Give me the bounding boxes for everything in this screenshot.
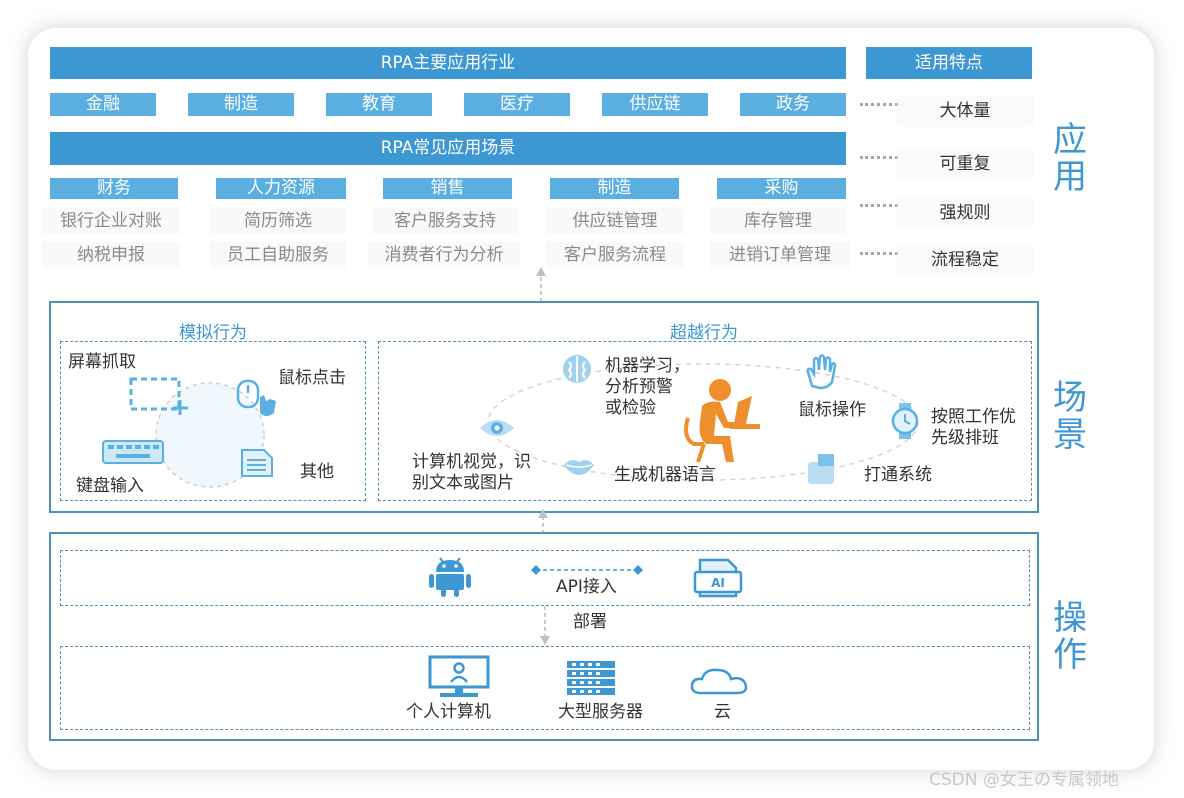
keyboard-icon	[102, 440, 164, 464]
industry-chip: 医疗	[464, 93, 570, 116]
beyond-box	[378, 341, 1032, 501]
machine-learning-label: 机器学习， 分析预警 或检验	[605, 356, 690, 418]
scenario-category-chip: 销售	[383, 178, 512, 199]
scenario-item: 客户服务支持	[372, 208, 518, 234]
eye-icon	[480, 420, 514, 436]
screen-capture-label: 屏幕抓取	[68, 352, 136, 372]
industries-title: RPA主要应用行业	[50, 47, 846, 79]
deploy-arrow	[540, 606, 550, 645]
scenario-category-chip: 财务	[50, 178, 178, 199]
scenario-item: 简历筛选	[210, 208, 346, 234]
priority-scheduling-label: 按照工作优 先级排班	[931, 407, 1016, 448]
industry-chip: 供应链	[602, 93, 708, 116]
personal-computer-label: 个人计算机	[406, 702, 491, 722]
watermark: CSDN @女王の专属领地	[929, 770, 1119, 790]
industry-chip: 教育	[326, 93, 432, 116]
simulate-title: 模拟行为	[179, 323, 247, 343]
large-server-label: 大型服务器	[558, 702, 643, 722]
watch-icon	[891, 403, 919, 439]
api-layer-box	[60, 550, 1030, 606]
feature-item: 流程稳定	[898, 246, 1032, 274]
ai-icon-text: AI	[711, 576, 725, 590]
industry-chip: 制造	[188, 93, 294, 116]
dotted-connector	[860, 156, 898, 159]
hand-icon	[806, 354, 837, 390]
side-label-scene: 场景	[1053, 378, 1087, 455]
side-label-application: 应用	[1053, 120, 1087, 197]
mouse-operation-label: 鼠标操作	[798, 400, 866, 420]
simulate-box	[60, 341, 366, 501]
side-label-operation: 操作	[1053, 598, 1087, 675]
generate-machine-language-label: 生成机器语言	[614, 465, 716, 485]
document-icon	[241, 449, 273, 477]
scenarios-title: RPA常见应用场景	[50, 132, 846, 165]
feature-item: 可重复	[898, 150, 1032, 178]
dotted-connector	[860, 252, 898, 255]
scenario-item: 纳税申报	[42, 242, 180, 268]
feature-item: 大体量	[898, 97, 1032, 125]
keyboard-input-label: 键盘输入	[76, 476, 144, 496]
connect-systems-label: 打通系统	[864, 465, 932, 485]
features-title: 适用特点	[866, 47, 1032, 79]
ai-document-icon: AI	[693, 558, 743, 598]
arrow-up-icon	[538, 509, 548, 534]
industry-chip: 政务	[740, 93, 846, 116]
plug-icon	[808, 454, 834, 484]
scenario-item: 库存管理	[710, 208, 846, 234]
scenario-category-chip: 制造	[550, 178, 679, 199]
screen-capture-icon	[129, 377, 188, 415]
scenario-item: 员工自助服务	[210, 242, 346, 268]
scenario-item: 供应链管理	[546, 208, 684, 234]
dotted-connector	[860, 204, 898, 207]
person-at-laptop-icon	[684, 379, 760, 463]
scenario-item: 消费者行为分析	[368, 242, 520, 268]
brain-icon	[563, 355, 591, 383]
android-icon	[429, 557, 471, 597]
mouse-click-icon	[236, 379, 276, 416]
cloud-label: 云	[714, 702, 731, 722]
dotted-connector	[860, 103, 898, 106]
mouse-click-label: 鼠标点击	[278, 368, 346, 388]
api-access-label: API接入	[556, 577, 617, 597]
scenario-item: 进销订单管理	[710, 242, 850, 268]
scenario-category-chip: 人力资源	[216, 178, 346, 199]
scenario-item: 银行企业对账	[42, 208, 180, 234]
industry-chip: 金融	[50, 93, 156, 116]
personal-computer-icon	[428, 655, 490, 697]
arrow-up-icon	[536, 267, 546, 302]
scenario-category-chip: 采购	[717, 178, 846, 199]
cloud-icon	[690, 668, 748, 695]
computer-vision-label: 计算机视觉，识 别文本或图片	[412, 452, 531, 493]
other-label: 其他	[300, 462, 334, 482]
api-connector-line	[531, 565, 643, 575]
server-rack-icon	[567, 661, 615, 695]
operation-box	[49, 532, 1039, 741]
infrastructure-layer-box	[60, 646, 1030, 730]
scenario-item: 客户服务流程	[546, 242, 684, 268]
feature-item: 强规则	[898, 199, 1032, 227]
lips-icon	[564, 460, 594, 475]
deploy-label: 部署	[573, 612, 607, 632]
beyond-title: 超越行为	[670, 323, 738, 343]
